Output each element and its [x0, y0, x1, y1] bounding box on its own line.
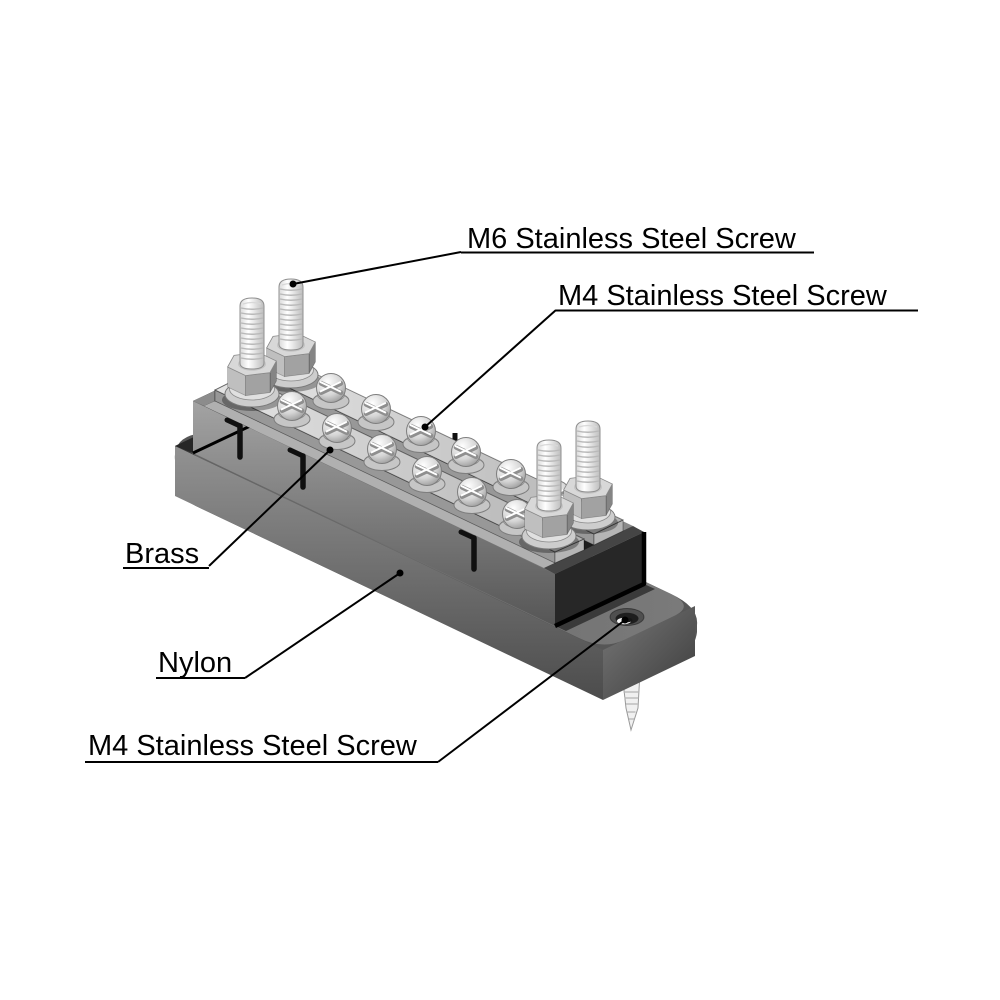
step-shadow-edge	[554, 532, 647, 629]
brass-bar-near	[213, 297, 586, 564]
leader-dot	[289, 280, 297, 288]
label-brass: Brass	[125, 538, 199, 570]
callout-m4-screw-top: M4 Stainless Steel Screw	[421, 280, 918, 431]
leader-line	[437, 619, 626, 763]
leader-line	[424, 309, 557, 428]
callout-m4-screw-bottom: M4 Stainless Steel Screw	[85, 616, 629, 763]
leader-dot	[396, 569, 404, 577]
callout-m6-screw: M6 Stainless Steel Screw	[289, 223, 814, 288]
leader-line	[292, 251, 462, 285]
leader-line	[208, 449, 331, 567]
tower-right-strip	[544, 526, 644, 574]
tower-right-face	[555, 532, 644, 626]
tower-near-rim	[204, 401, 555, 568]
leader-line	[244, 572, 401, 679]
label-m4-screw-top: M4 Stainless Steel Screw	[558, 280, 888, 312]
base-near-face	[175, 446, 603, 700]
label-m4-screw-bottom: M4 Stainless Steel Screw	[88, 730, 418, 762]
label-nylon: Nylon	[158, 647, 232, 679]
label-m6-screw: M6 Stainless Steel Screw	[467, 223, 797, 255]
base-right-face	[603, 606, 695, 700]
leader-dot	[621, 616, 629, 624]
callout-brass: Brass	[123, 446, 334, 570]
leader-dot	[326, 446, 334, 454]
bar-right-end	[554, 538, 585, 564]
step-shadow-band	[555, 584, 655, 631]
leader-dot	[421, 423, 429, 431]
mounting-hole	[609, 608, 645, 626]
callout-nylon: Nylon	[156, 569, 404, 679]
divider-slot-near	[224, 417, 477, 572]
tower-near-face	[193, 401, 555, 626]
